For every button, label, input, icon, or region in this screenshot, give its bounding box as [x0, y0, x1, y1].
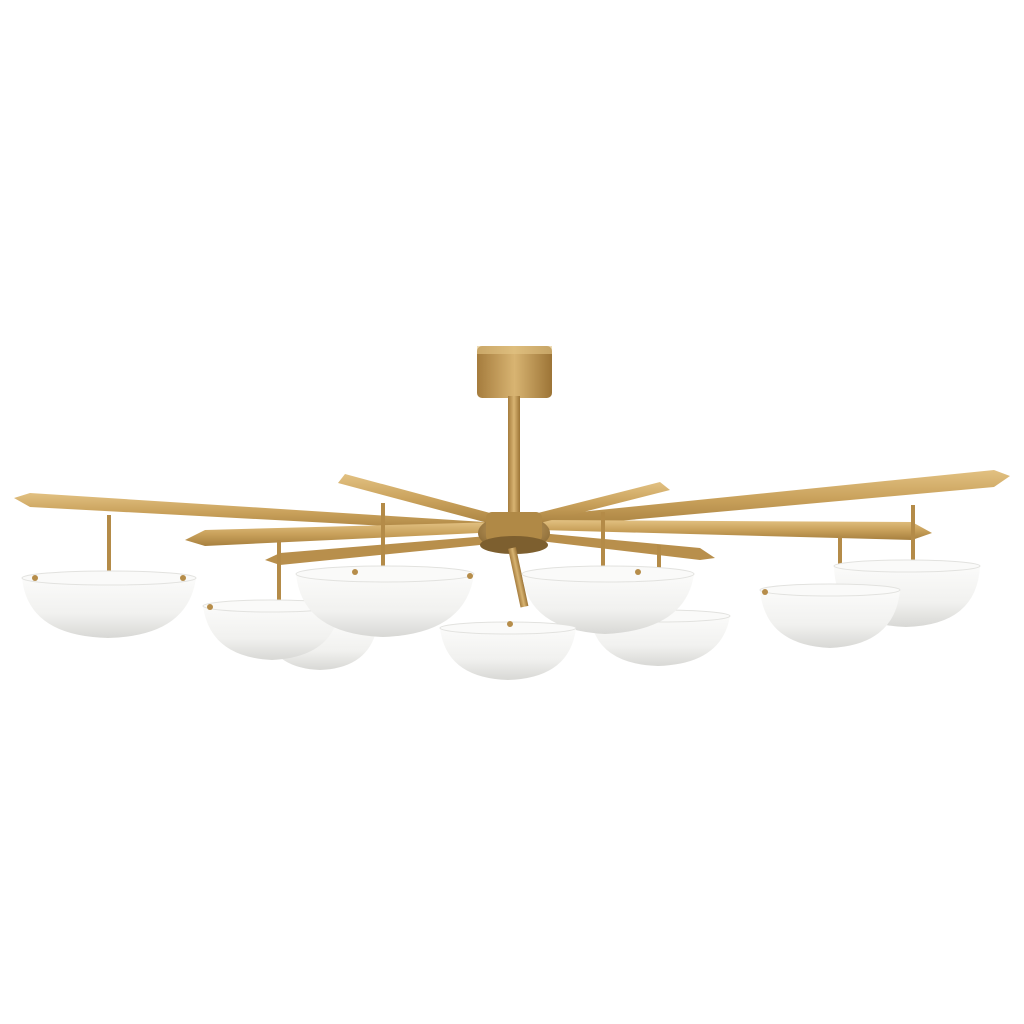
- shade-left-mid: [202, 599, 340, 660]
- shade-center-front: [439, 621, 577, 680]
- shade-far-left: [21, 570, 197, 638]
- ceiling-canopy: [477, 346, 552, 398]
- center-hub: [478, 512, 550, 608]
- brass-arms: [14, 470, 1010, 565]
- center-stem: [508, 396, 520, 516]
- shade-right-back: [759, 583, 901, 648]
- shade-center-right: [521, 565, 695, 634]
- shade-center-left: [295, 565, 475, 637]
